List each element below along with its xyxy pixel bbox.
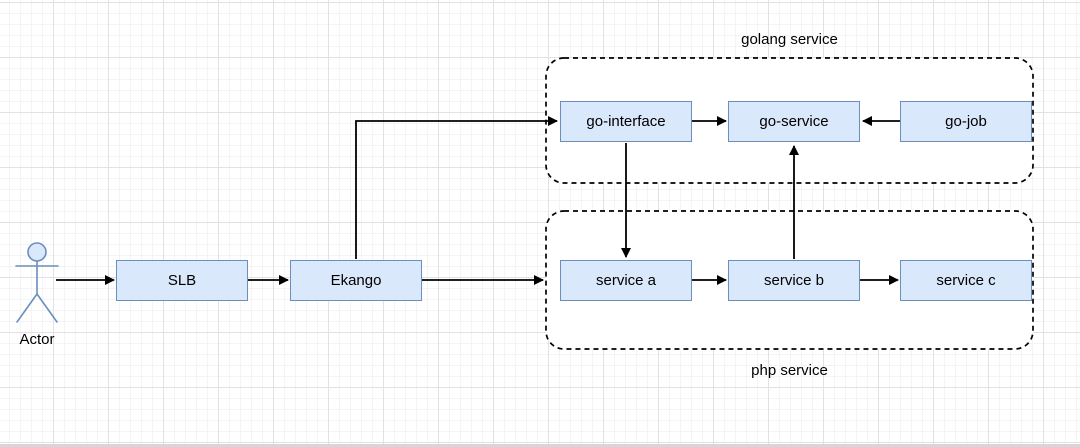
node-ekango-label: Ekango	[330, 272, 382, 289]
group-golang-service-label: golang service	[741, 31, 838, 48]
actor-shape[interactable]	[15, 242, 59, 323]
edge-ekango-to-go-interface[interactable]	[355, 116, 558, 259]
node-service-a[interactable]: service a	[560, 260, 692, 301]
actor-head	[27, 242, 47, 262]
node-go-job-label: go-job	[945, 113, 987, 130]
group-php-service-label: php service	[751, 362, 828, 379]
canvas-bottom-edge	[0, 444, 1080, 447]
node-slb[interactable]: SLB	[116, 260, 248, 301]
node-service-c-label: service c	[936, 272, 996, 289]
actor-body	[15, 260, 59, 323]
node-go-service[interactable]: go-service	[728, 101, 860, 142]
node-go-interface-label: go-interface	[586, 113, 666, 130]
node-slb-label: SLB	[167, 272, 197, 289]
node-go-service-label: go-service	[759, 113, 829, 130]
node-service-b[interactable]: service b	[728, 260, 860, 301]
actor-label: Actor	[19, 331, 55, 348]
node-service-b-label: service b	[763, 272, 825, 289]
node-go-job[interactable]: go-job	[900, 101, 1032, 142]
node-go-interface[interactable]: go-interface	[560, 101, 692, 142]
node-ekango[interactable]: Ekango	[290, 260, 422, 301]
node-service-a-label: service a	[595, 272, 657, 289]
node-service-c[interactable]: service c	[900, 260, 1032, 301]
